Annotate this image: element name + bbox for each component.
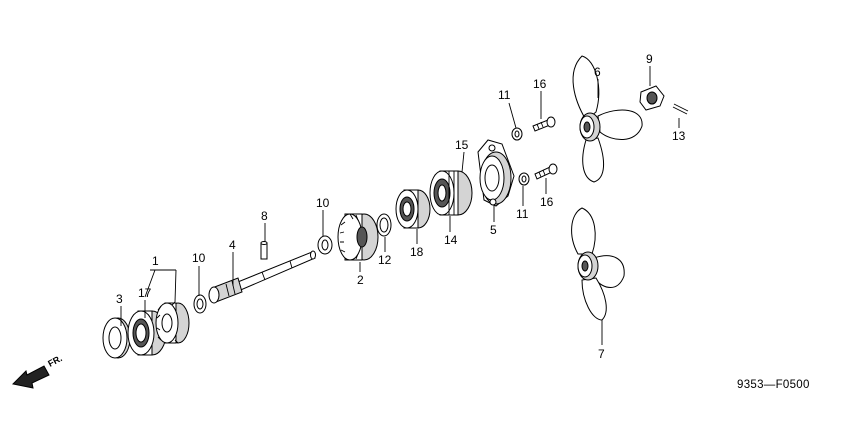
callout-11-upper: 11: [498, 88, 511, 102]
leader-lines: [120, 66, 680, 345]
part-5-bearing-holder: [477, 139, 515, 207]
part-17-bearing: [127, 310, 167, 356]
callout-2: 2: [357, 273, 364, 287]
part-12-thrust-ring: [376, 213, 392, 237]
front-label: FR.: [46, 353, 63, 369]
part-11-washer-upper: [511, 127, 523, 141]
part-6-propeller: [572, 55, 643, 183]
part-14-oil-seal: [429, 170, 473, 216]
part-16-bolt-upper: [532, 116, 556, 132]
arrow-icon: [11, 365, 50, 389]
callout-14: 14: [444, 233, 458, 247]
callout-12: 12: [378, 253, 392, 267]
part-10-washer-upper: [317, 235, 333, 255]
callout-10-lower: 10: [192, 251, 206, 265]
part-13-cotter-pin: [672, 103, 689, 115]
callout-9: 9: [646, 52, 653, 66]
callout-7: 7: [598, 347, 605, 361]
part-16-bolt-lower: [534, 163, 558, 180]
callout-18: 18: [410, 245, 424, 259]
callout-3: 3: [116, 292, 123, 306]
callout-6: 6: [594, 65, 601, 79]
part-2-bevel-gear: [337, 213, 379, 261]
drawing-code: 9353—F0500: [737, 379, 810, 391]
front-arrow: FR.: [11, 353, 64, 389]
callout-16-upper: 16: [533, 77, 547, 91]
part-4-propeller-shaft: [208, 250, 316, 304]
part-9-nut: [639, 85, 665, 111]
callout-5: 5: [490, 223, 497, 237]
part-11-washer-lower: [518, 172, 530, 186]
part-8-pin: [260, 241, 268, 260]
callout-17: 17: [138, 286, 152, 300]
callout-10-upper: 10: [316, 196, 330, 210]
callout-15: 15: [455, 138, 469, 152]
part-18-bearing: [395, 189, 431, 229]
part-3-thrust-washer: [102, 317, 131, 359]
part-1-pinion-gear: [155, 301, 190, 344]
callout-8: 8: [261, 209, 268, 223]
callout-13: 13: [672, 129, 686, 143]
callout-11-lower: 11: [516, 207, 529, 221]
part-10-washer-lower: [193, 294, 207, 314]
callout-4: 4: [229, 238, 236, 252]
callout-1: 1: [152, 254, 159, 268]
callout-16-lower: 16: [540, 195, 554, 209]
callout-labels: 3 17 1 10 4 8 10 2 12 18 14 15 5 11 16 6…: [116, 52, 686, 361]
part-7-propeller-alt: [571, 207, 625, 321]
